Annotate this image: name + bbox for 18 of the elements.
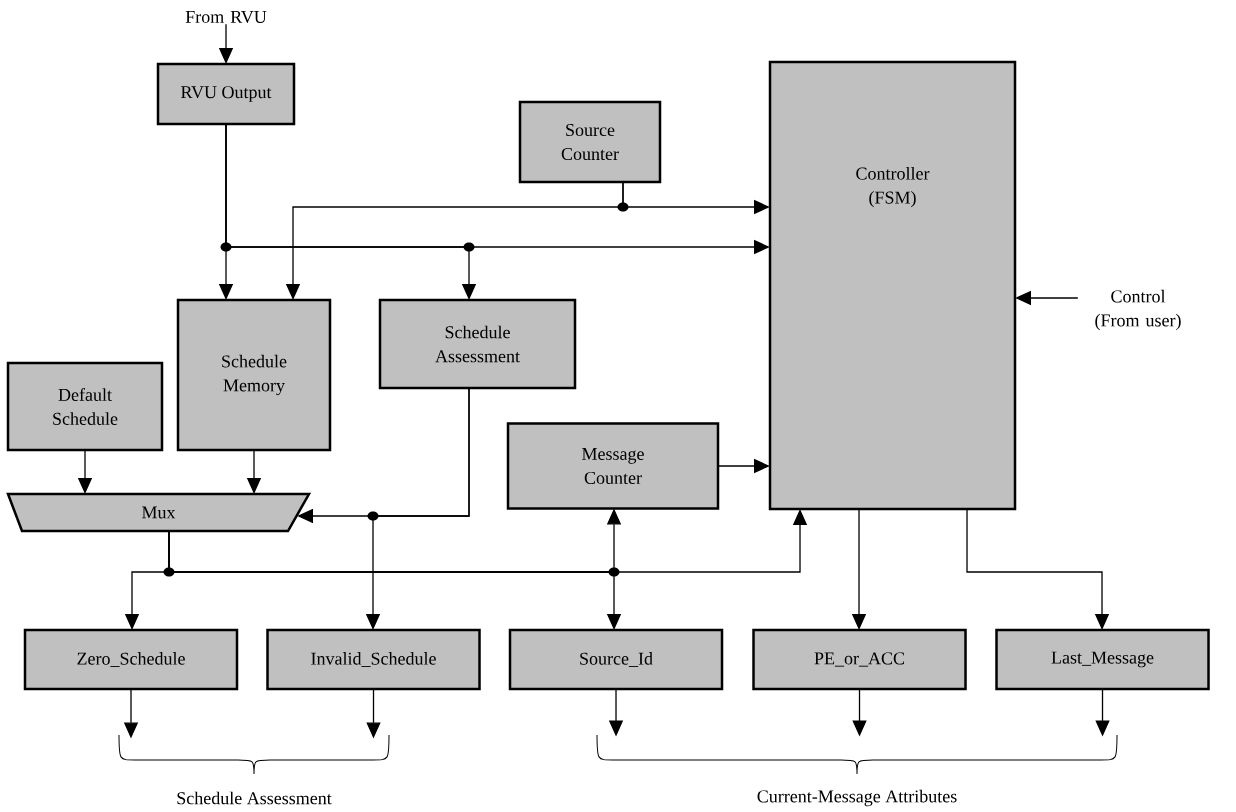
block-box: Source Counter [518,100,662,184]
block-box: Controller (FSM) [768,60,1017,511]
block-box: Schedule Memory [176,298,332,452]
block-box: Invalid_Schedule [266,628,481,691]
mux-trapezoid: Mux [6,492,312,533]
block-box: PE_or_ACC [752,628,967,691]
arrow [966,508,1110,630]
signal-label: From RVU [185,10,267,24]
block-box: Source_Id [508,628,724,691]
block-box: Last_Message [995,628,1210,691]
block-box: Zero_Schedule [23,628,239,691]
signal-label: Control (From user) [1095,289,1181,331]
block-box: Message Counter [506,422,720,510]
curly-brace: Current-Message Attributes [596,734,1118,807]
curly-brace: Schedule Assessment [118,734,390,805]
block-box: Schedule Assessment [378,298,577,390]
block-box: Default Schedule [6,361,164,452]
block-box: RVU Output [156,62,296,126]
